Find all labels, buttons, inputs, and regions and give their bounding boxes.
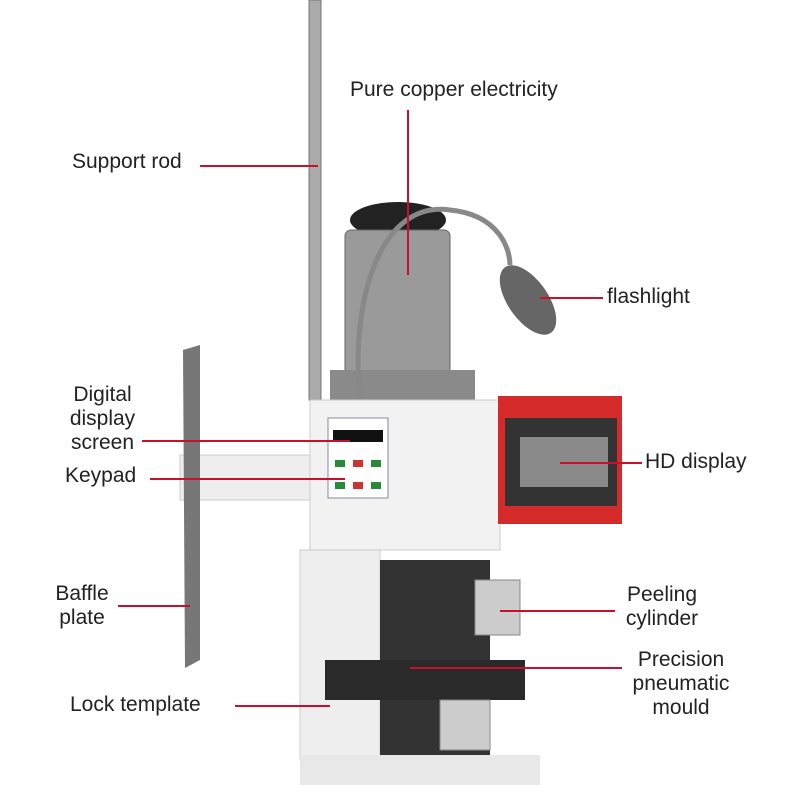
label-line: pneumatic bbox=[632, 672, 730, 695]
label-line: Precision bbox=[637, 648, 725, 671]
leader-line bbox=[118, 605, 190, 607]
machine-base bbox=[300, 755, 540, 785]
leader-line bbox=[235, 705, 330, 707]
leader-line bbox=[500, 610, 615, 612]
keypad-button bbox=[371, 460, 381, 467]
keypad-button bbox=[371, 482, 381, 489]
baffle-plate bbox=[183, 345, 200, 668]
keypad-button bbox=[353, 460, 363, 467]
leader-line bbox=[142, 440, 350, 442]
flashlight-head bbox=[499, 265, 557, 335]
digital-display-screen bbox=[333, 430, 383, 442]
leader-line bbox=[150, 478, 345, 480]
label-peeling-cylinder: Peeling cylinder bbox=[616, 583, 708, 631]
peeling-cylinder bbox=[474, 579, 521, 636]
label-line: plate bbox=[59, 606, 105, 629]
label-keypad: Keypad bbox=[65, 464, 137, 487]
shelf bbox=[179, 454, 311, 501]
label-pure-copper-electricity: Pure copper electricity bbox=[350, 78, 558, 101]
leader-line bbox=[540, 297, 603, 299]
lock-template bbox=[325, 660, 525, 700]
label-support-rod: Support rod bbox=[72, 150, 182, 173]
label-line: display bbox=[69, 407, 136, 430]
base-column bbox=[299, 549, 381, 761]
label-line: Peeling bbox=[626, 583, 698, 606]
support-rod bbox=[308, 0, 322, 401]
keypad-button bbox=[335, 460, 345, 467]
keypad-button bbox=[353, 482, 363, 489]
cylinder-lower bbox=[439, 699, 491, 751]
leader-line bbox=[410, 667, 622, 669]
leader-line bbox=[560, 462, 642, 464]
label-line: Digital bbox=[73, 383, 132, 406]
label-baffle-plate: Baffle plate bbox=[48, 582, 116, 630]
flashlight-gooseneck bbox=[355, 206, 513, 401]
motor-base bbox=[330, 370, 475, 400]
motor bbox=[344, 229, 451, 376]
label-flashlight: flashlight bbox=[607, 285, 690, 308]
label-lock-template: Lock template bbox=[70, 693, 201, 716]
label-precision-pneumatic-mould: Precision pneumatic mould bbox=[622, 648, 740, 720]
leader-line bbox=[407, 110, 409, 275]
label-line: screen bbox=[70, 431, 135, 454]
leader-line bbox=[200, 165, 318, 167]
label-digital-display-screen: Digital display screen bbox=[60, 383, 145, 455]
label-line: Baffle bbox=[55, 582, 109, 605]
label-hd-display: HD display bbox=[645, 450, 747, 473]
label-line: mould bbox=[652, 696, 710, 719]
keypad-button bbox=[335, 482, 345, 489]
label-line: cylinder bbox=[625, 607, 699, 630]
